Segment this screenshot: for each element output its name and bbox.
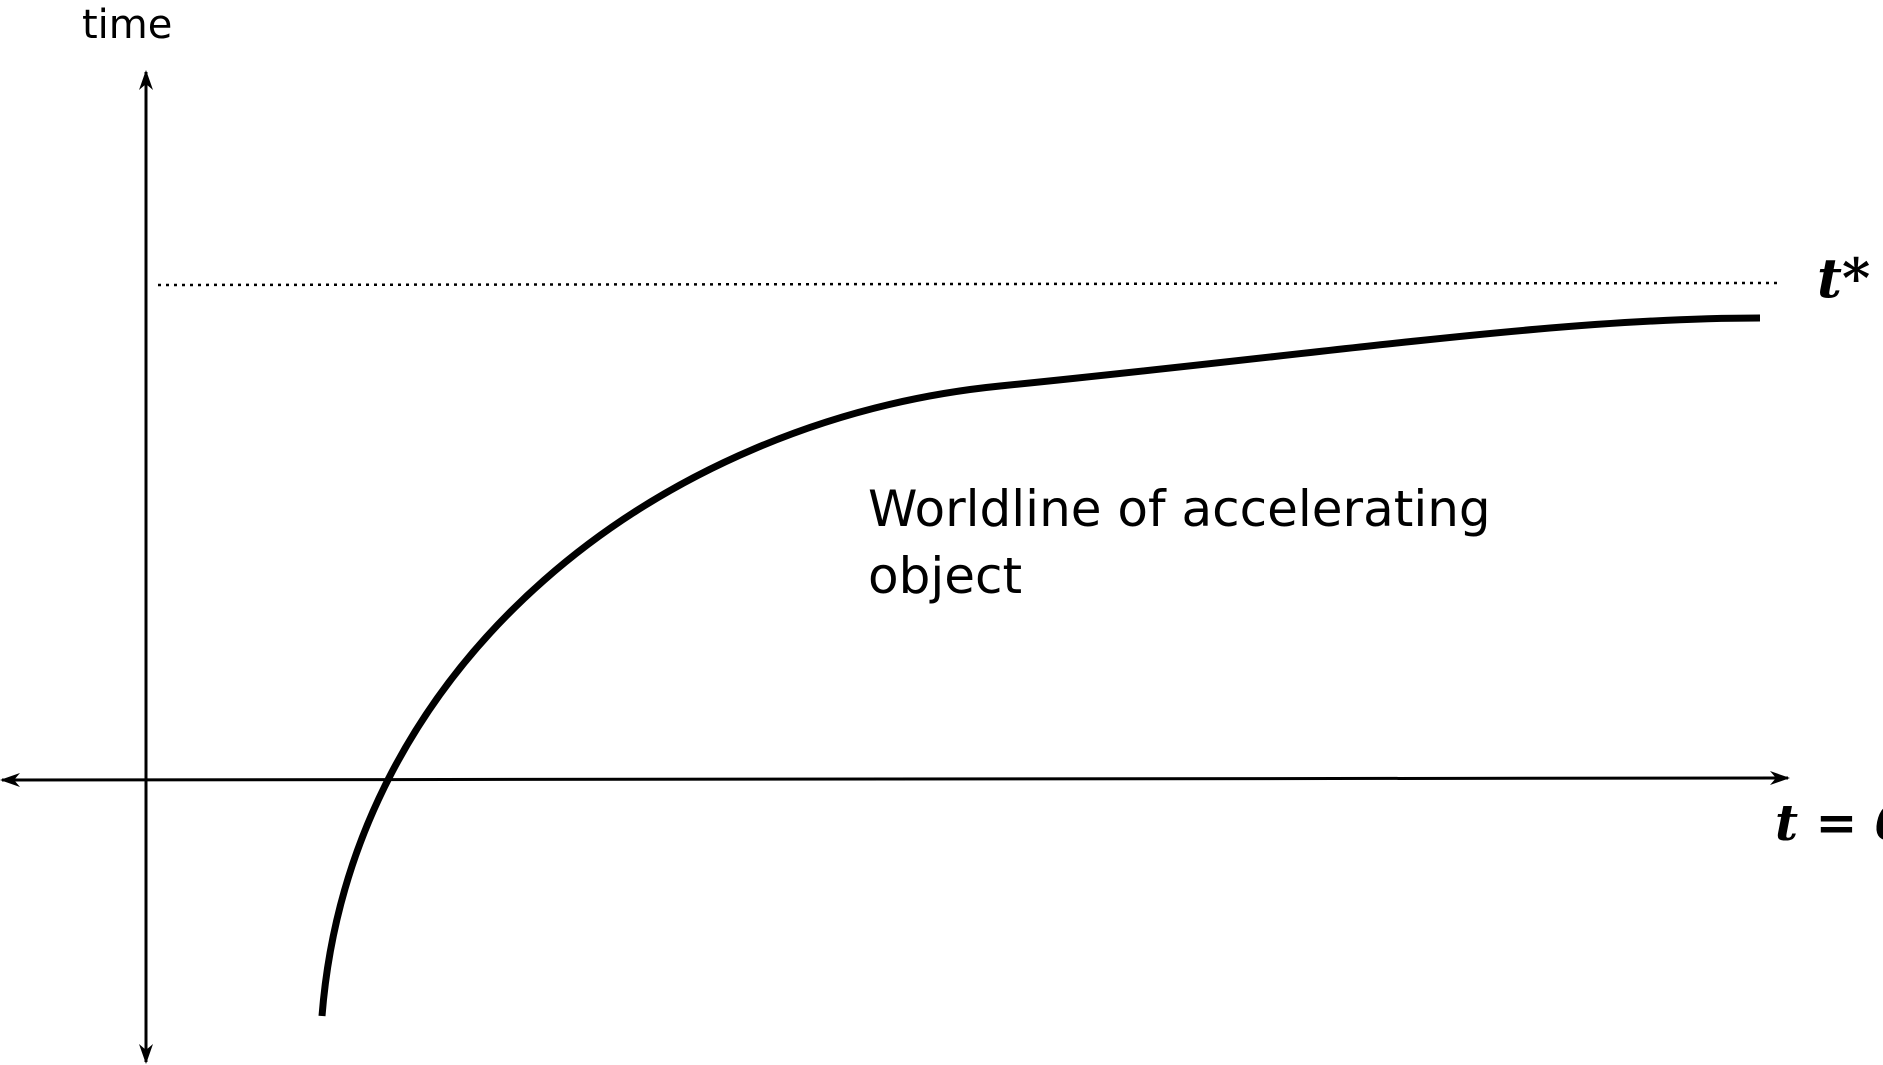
worldline-curve [318,314,1761,1017]
horizontal-axis-label: t = 0 [1775,793,1883,852]
curve-caption-line-1: Worldline of accelerating [868,480,1491,538]
vertical-axis-label: time [82,2,172,48]
horizontal-t0-axis [0,771,1790,787]
curve-caption-line-2: object [868,547,1022,605]
asymptote-label: t* [1817,246,1870,310]
asymptote-t-star-line [157,281,1778,287]
